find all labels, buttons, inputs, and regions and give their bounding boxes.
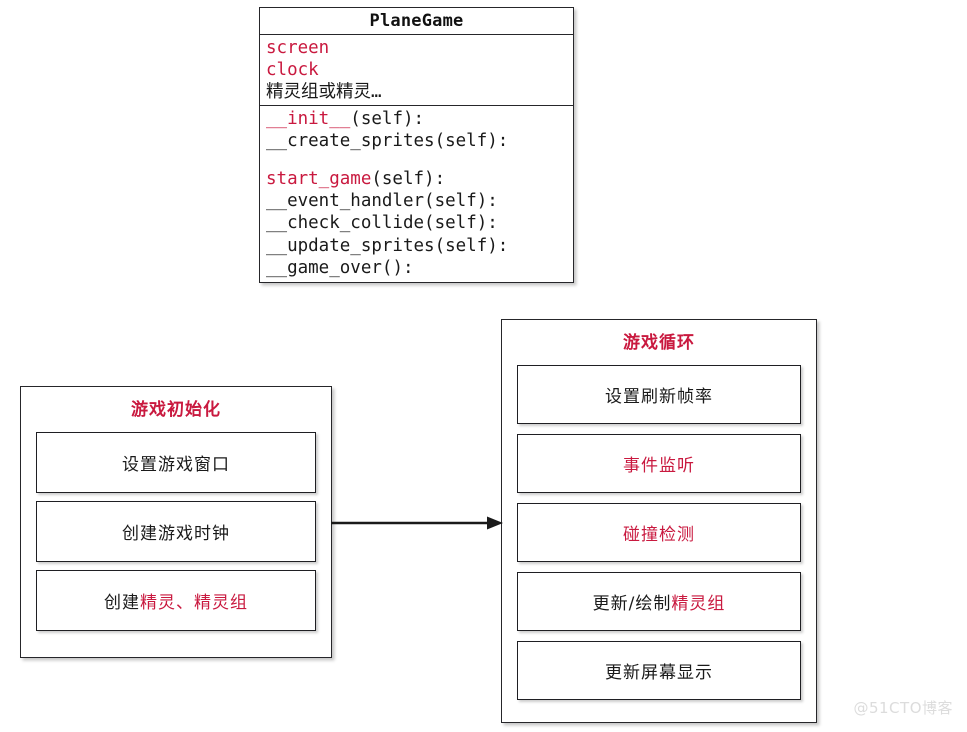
flow-item-loop: 更新屏幕显示 [517,641,801,700]
uml-operation: __init__(self): [266,108,573,130]
flow-item-loop: 设置刷新帧率 [517,365,801,424]
flow-item-init: 设置游戏窗口 [36,432,316,493]
flow-item-label-part: 创建游戏时钟 [122,524,230,544]
flow-item-label-part: 精灵组 [671,594,726,614]
flow-item-label: 设置刷新帧率 [605,382,713,407]
uml-operation-signature: (self): [371,169,446,190]
uml-operations-section: __init__(self):__create_sprites(self): s… [260,106,573,279]
uml-operation: __check_collide(self): [266,212,573,234]
flow-item-label: 创建精灵、精灵组 [104,588,248,613]
flow-item-label-part: 事件监听 [623,456,695,476]
uml-operation-signature: (self): [424,213,498,234]
connector-arrow [331,514,503,532]
uml-attribute: clock [266,60,319,81]
uml-operation-name: __init__ [266,108,351,129]
flow-item-label-part: 精灵、精灵组 [140,593,248,613]
flow-item-label-part: 设置游戏窗口 [122,455,230,475]
uml-operation-name: __update_sprites [266,235,435,256]
flow-item-loop: 更新/绘制精灵组 [517,572,801,631]
uml-operation-signature: (self): [424,191,498,212]
uml-operation-signature: (self): [350,108,425,129]
uml-operation: __update_sprites(self): [266,235,573,257]
uml-operation-signature: (self): [434,130,509,151]
flow-item-label: 事件监听 [623,451,695,476]
uml-operation-name: start_game [266,169,372,190]
uml-attribute: screen [266,38,330,58]
uml-class-title: PlaneGame [260,8,573,35]
flow-item-label-part: 更新/绘制 [592,594,672,614]
uml-operation-name: __game_over [266,257,382,278]
uml-operation-name: __check_collide [266,213,425,234]
flow-item-label: 碰撞检测 [623,520,695,545]
flow-item-loop: 事件监听 [517,434,801,493]
uml-operation: __event_handler(self): [266,190,573,212]
flow-item-label: 更新屏幕显示 [605,658,713,683]
flow-item-label-part: 更新屏幕显示 [605,663,713,683]
uml-operation-name: __event_handler [266,191,425,212]
flow-item-init: 创建游戏时钟 [36,501,316,562]
flow-group-init-title: 游戏初始化 [131,400,221,420]
flow-item-label-part: 设置刷新帧率 [605,387,713,407]
uml-operation: __game_over(): [266,257,573,279]
uml-attribute: 精灵组或精灵… [266,82,382,103]
flow-item-label: 创建游戏时钟 [122,519,230,544]
flow-group-loop-items: 设置刷新帧率事件监听碰撞检测更新/绘制精灵组更新屏幕显示 [502,365,816,700]
flow-group-init-items: 设置游戏窗口创建游戏时钟创建精灵、精灵组 [21,432,331,631]
uml-operation: __create_sprites(self): [266,130,573,152]
watermark-label: @51CTO博客 [853,699,953,717]
uml-operation-signature: (self): [434,235,509,256]
flow-item-label: 更新/绘制精灵组 [593,589,726,614]
flow-item-init: 创建精灵、精灵组 [36,570,316,631]
uml-operation-spacer [266,152,573,168]
flow-group-loop: 游戏循环 设置刷新帧率事件监听碰撞检测更新/绘制精灵组更新屏幕显示 [501,319,817,723]
flow-item-label-part: 碰撞检测 [623,525,695,545]
flow-item-label-part: 创建 [104,593,140,613]
flow-item-label: 设置游戏窗口 [122,450,230,475]
uml-operation-name: __create_sprites [266,130,435,151]
uml-operation: start_game(self): [266,168,573,190]
flow-group-loop-title: 游戏循环 [623,333,695,353]
flow-group-init: 游戏初始化 设置游戏窗口创建游戏时钟创建精灵、精灵组 [20,386,332,658]
uml-operation-signature: (): [381,257,414,278]
flow-item-loop: 碰撞检测 [517,503,801,562]
